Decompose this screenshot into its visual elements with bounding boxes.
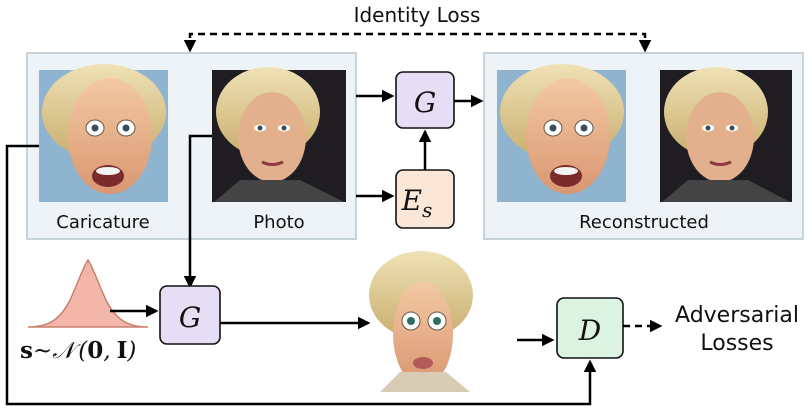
gaussian-distribution xyxy=(27,258,149,328)
noise-close-paren: ) xyxy=(126,338,136,364)
caricature-photo xyxy=(39,64,168,202)
adversarial-loss-label-line2: Losses xyxy=(700,331,773,356)
noise-s: s xyxy=(20,337,33,364)
generator-label-top: G xyxy=(414,86,436,119)
noise-tilde: ~ xyxy=(33,338,52,364)
discriminator-box xyxy=(556,297,624,359)
photo-to-bottom-generator-path xyxy=(183,134,212,289)
caricature-to-discriminator-loop xyxy=(5,144,597,406)
photo-label: Photo xyxy=(253,212,304,233)
real-photo xyxy=(212,67,346,202)
style-encoder-main: E xyxy=(401,184,422,217)
reconstructed-label: Reconstructed xyxy=(579,212,709,233)
style-encoder-subscript: s xyxy=(422,198,432,222)
noise-open-paren: ( xyxy=(78,338,88,364)
noise-normal-symbol: 𝒩 xyxy=(52,338,81,364)
noise-zero: 0 xyxy=(87,337,103,364)
generated-caricature xyxy=(369,251,473,392)
noise-formula: s~𝒩(0, I) xyxy=(20,337,136,364)
noise-identity: I xyxy=(117,337,128,364)
discriminator-label: D xyxy=(578,314,601,347)
identity-loss-path xyxy=(183,32,652,53)
reconstructed-photo xyxy=(660,67,792,202)
style-encoder-label: Es xyxy=(401,184,433,222)
adversarial-loss-label-line1: Adversarial xyxy=(675,303,799,328)
generator-label-bottom: G xyxy=(179,301,201,334)
reconstructed-caricature xyxy=(497,64,626,202)
noise-comma: , xyxy=(103,338,110,364)
identity-loss-label: Identity Loss xyxy=(354,3,481,27)
caricature-label: Caricature xyxy=(56,212,149,233)
generator-box-bottom xyxy=(159,285,221,345)
